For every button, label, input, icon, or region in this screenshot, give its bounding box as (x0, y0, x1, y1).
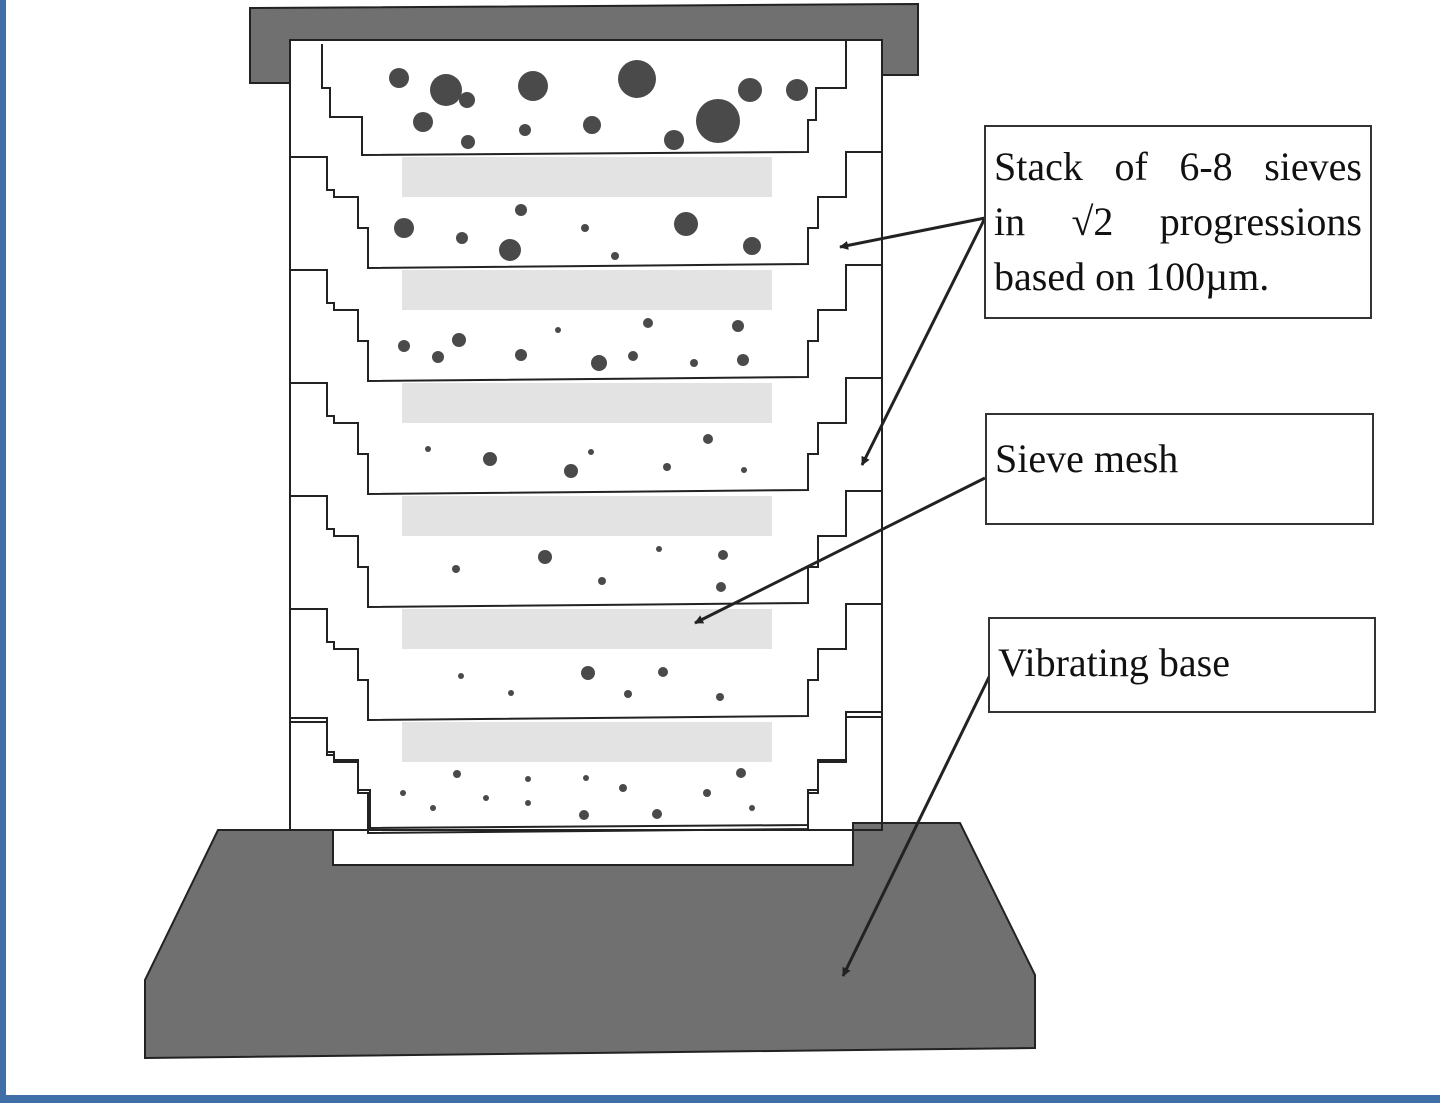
particle (452, 565, 460, 573)
particle (538, 550, 552, 564)
arrow-sieve-mesh (694, 476, 986, 625)
label-sieve-stack-line-2: in √2 progressions (994, 199, 1362, 244)
particle (456, 232, 468, 244)
particle (588, 449, 594, 455)
sieve-mesh (402, 609, 772, 649)
particle (555, 327, 561, 333)
sieve-tray (290, 264, 882, 383)
particle (732, 320, 744, 332)
particle (583, 116, 601, 134)
particle (591, 355, 607, 371)
particle (413, 112, 433, 132)
particle (398, 340, 410, 352)
arrow-stack-lower (860, 217, 987, 466)
particle (581, 224, 589, 232)
sieve-tray (290, 716, 882, 835)
label-sieve-stack: Stack of 6-8 sieves in √2 progressions b… (984, 125, 1372, 319)
particle (696, 99, 740, 143)
particle (394, 218, 414, 238)
particle (459, 92, 475, 108)
sieve-trays-group (290, 40, 882, 866)
particle (452, 333, 466, 347)
label-sieve-stack-line-1: Stack of 6-8 sieves (994, 144, 1362, 189)
sieve-mesh (402, 722, 772, 762)
particle (741, 467, 747, 473)
particle (483, 452, 497, 466)
particle (458, 673, 464, 679)
particle (483, 795, 489, 801)
sieve-tray (290, 711, 882, 830)
label-sieve-mesh-text: Sieve mesh (995, 436, 1179, 481)
particle (430, 805, 436, 811)
particle (461, 135, 475, 149)
particle (786, 79, 808, 101)
slide-frame-left (0, 0, 6, 1103)
particle (508, 690, 514, 696)
particle (737, 354, 749, 366)
particle (624, 690, 632, 698)
particle (618, 60, 656, 98)
arrow-stack-upper (839, 216, 986, 250)
particle (389, 68, 409, 88)
particle (716, 582, 726, 592)
label-vibrating-base: Vibrating base (988, 617, 1376, 713)
particle (658, 667, 668, 677)
sieve-tray (290, 151, 882, 270)
particle (581, 666, 595, 680)
label-sieve-mesh: Sieve mesh (985, 413, 1374, 525)
particle (579, 810, 589, 820)
sieve-tray (332, 823, 854, 866)
particle (718, 550, 728, 560)
particle (611, 252, 619, 260)
particle (643, 318, 653, 328)
particle (619, 784, 627, 792)
particle (703, 434, 713, 444)
particle (525, 800, 531, 806)
sieve-mesh-group (402, 157, 772, 762)
sieve-tray (290, 603, 882, 722)
particle (519, 124, 531, 136)
sieve-tray (321, 40, 847, 157)
particle (518, 71, 548, 101)
sieve-mesh (402, 157, 772, 197)
particle (515, 204, 527, 216)
particle (564, 464, 578, 478)
particle (736, 768, 746, 778)
particles-group (389, 60, 808, 820)
label-sieve-stack-line-3: based on 100µm. (994, 254, 1270, 299)
particle (583, 775, 589, 781)
particle (515, 349, 527, 361)
particle (453, 770, 461, 778)
particle (432, 351, 444, 363)
arrow-vibrating-base (841, 674, 992, 977)
particle (400, 790, 406, 796)
particle (663, 463, 671, 471)
particle (690, 359, 698, 367)
particle (743, 237, 761, 255)
particle (674, 212, 698, 236)
sieve-mesh (402, 383, 772, 423)
particle (656, 546, 662, 552)
particle (749, 805, 755, 811)
particle (652, 809, 662, 819)
particle (738, 78, 762, 102)
particle (664, 130, 684, 150)
particle (716, 693, 724, 701)
stack-lid (249, 2, 919, 84)
slide-frame-bottom (0, 1095, 1440, 1103)
particle (499, 239, 521, 261)
sieve-mesh (402, 496, 772, 536)
sieve-tray (290, 490, 882, 609)
sieve-mesh (402, 270, 772, 310)
label-vibrating-base-text: Vibrating base (998, 640, 1230, 685)
particle (628, 351, 638, 361)
particle (598, 577, 606, 585)
particle (425, 446, 431, 452)
particle (703, 789, 711, 797)
sieve-tray (290, 377, 882, 496)
particle (430, 74, 462, 106)
particle (525, 776, 531, 782)
